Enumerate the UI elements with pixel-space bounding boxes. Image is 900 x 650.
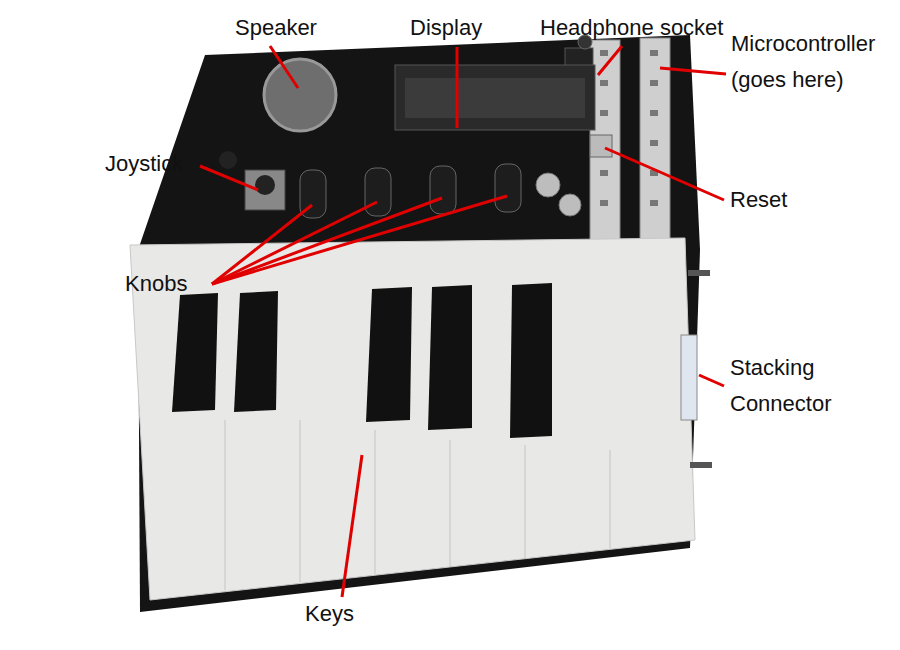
keyboard bbox=[130, 238, 695, 600]
part-label: Headphone socket bbox=[540, 14, 740, 42]
part-label: Joystick bbox=[105, 150, 205, 178]
part-label: Reset bbox=[730, 186, 820, 214]
part-label: Knobs bbox=[125, 270, 215, 298]
part-label: Speaker bbox=[235, 14, 345, 42]
part-label: Microcontroller (goes here) bbox=[731, 26, 896, 98]
leader-lines bbox=[200, 46, 726, 597]
stacking-connector bbox=[681, 335, 697, 420]
part-label: Keys bbox=[305, 600, 385, 628]
speaker bbox=[264, 59, 336, 131]
reset-button bbox=[590, 135, 612, 157]
part-label: Stacking Connector bbox=[730, 350, 855, 422]
header-pins bbox=[600, 50, 658, 206]
part-label: Display bbox=[410, 14, 520, 42]
joystick bbox=[245, 170, 285, 210]
black-keys bbox=[172, 283, 552, 438]
display bbox=[395, 65, 595, 130]
